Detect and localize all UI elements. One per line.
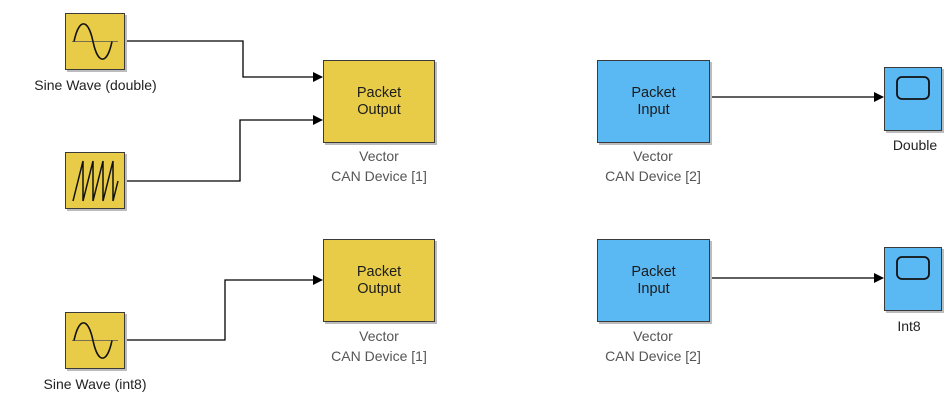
- wire-sine-int8-to-packet-output-2: [125, 275, 323, 341]
- device-vendor: Vector: [633, 328, 673, 344]
- sine-icon: [72, 322, 118, 359]
- packet-input-text: Packet Input: [631, 84, 676, 118]
- packet-input-text: Packet Input: [631, 263, 676, 297]
- sawtooth-icon: [72, 160, 119, 202]
- sine-wave-double-block[interactable]: [65, 13, 125, 70]
- device-label-vector-4: Vector CAN Device [2]: [573, 326, 733, 366]
- double-scope-block[interactable]: [884, 67, 942, 131]
- device-vendor: Vector: [359, 148, 399, 164]
- sine-wave-double-label: Sine Wave (double): [34, 77, 157, 93]
- scope-icon: [896, 256, 930, 280]
- device-vendor: Vector: [359, 328, 399, 344]
- scope-icon: [896, 76, 930, 100]
- packet-output-text: Packet Output: [356, 263, 402, 297]
- packet-output-block-1[interactable]: Packet Output: [323, 60, 435, 143]
- device-label-vector-3: Vector CAN Device [2]: [573, 146, 733, 186]
- device-label-vector-1: Vector CAN Device [1]: [299, 146, 459, 186]
- packet-input-block-2[interactable]: Packet Input: [597, 239, 710, 322]
- device-name: CAN Device [2]: [605, 168, 701, 184]
- device-name: CAN Device [1]: [331, 168, 427, 184]
- device-label-vector-2: Vector CAN Device [1]: [299, 326, 459, 366]
- sine-icon: [72, 23, 118, 60]
- wire-sawtooth-to-packet-output-1: [125, 115, 323, 182]
- packet-output-block-2[interactable]: Packet Output: [323, 239, 435, 322]
- device-vendor: Vector: [633, 148, 673, 164]
- device-name: CAN Device [2]: [605, 348, 701, 364]
- packet-output-text: Packet Output: [356, 84, 402, 118]
- device-name: CAN Device [1]: [331, 348, 427, 364]
- wire-sine-double-to-packet-output-1: [125, 40, 323, 82]
- sine-wave-int8-block[interactable]: [65, 312, 125, 369]
- int8-scope-label: Int8: [897, 318, 921, 334]
- int8-scope-block[interactable]: [884, 247, 942, 311]
- sawtooth-block[interactable]: [65, 152, 125, 209]
- sine-wave-int8-label: Sine Wave (int8): [43, 376, 147, 392]
- double-scope-label: Double: [892, 137, 938, 153]
- packet-input-block-1[interactable]: Packet Input: [597, 60, 710, 143]
